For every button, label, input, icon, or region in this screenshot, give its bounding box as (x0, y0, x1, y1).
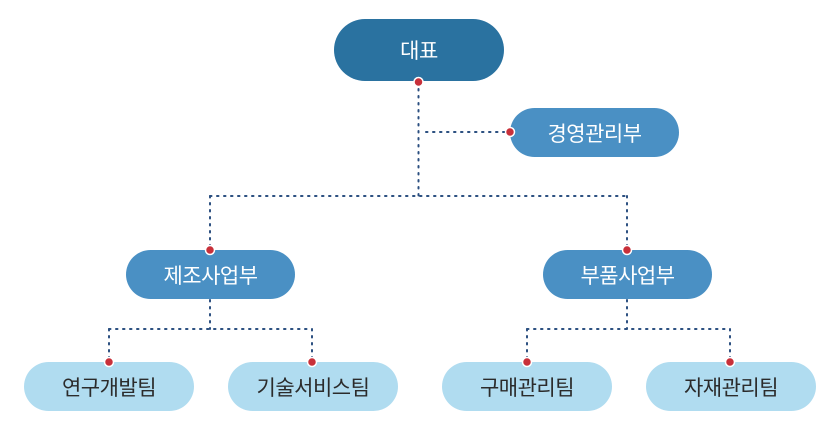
node-label: 연구개발팀 (61, 375, 157, 400)
node-team: 구매관리팀 (442, 362, 612, 411)
node-label: 구매관리팀 (479, 375, 575, 400)
node-label: 대표 (400, 39, 438, 63)
node-label: 제조사업부 (163, 263, 258, 288)
node-division: 제조사업부 (126, 250, 295, 299)
node-label: 부품사업부 (580, 263, 675, 288)
node-division: 부품사업부 (543, 250, 712, 299)
node-team: 자재관리팀 (646, 362, 816, 411)
node-team: 기술서비스팀 (228, 362, 398, 411)
node-staff: 경영관리부 (510, 108, 679, 157)
node-team: 연구개발팀 (24, 362, 194, 411)
node-label: 경영관리부 (547, 121, 642, 146)
node-root: 대표 (334, 19, 504, 81)
node-label: 기술서비스팀 (256, 375, 370, 400)
node-label: 자재관리팀 (683, 375, 779, 400)
